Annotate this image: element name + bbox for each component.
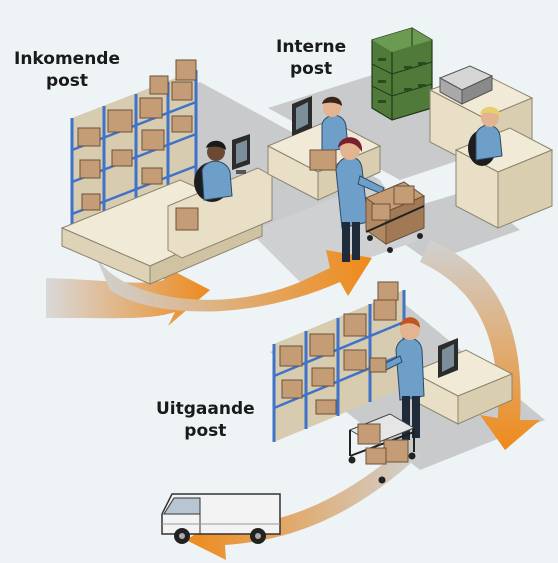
printer-icon: [438, 65, 494, 105]
internal-area: [266, 27, 554, 262]
label-outgoing-line2: post: [184, 421, 227, 441]
label-internal-line2: post: [290, 59, 333, 79]
outgoing-area: [272, 281, 514, 484]
cart-icon: [348, 413, 416, 484]
person-icon: [468, 106, 503, 166]
incoming-area: [60, 59, 273, 285]
arrow-to-internal: [95, 250, 372, 312]
cabinet-icon: [371, 27, 433, 121]
person-icon: [369, 317, 425, 440]
label-outgoing-line1: Uitgaande: [156, 399, 255, 419]
van-icon: [161, 493, 281, 544]
label-internal-line1: Interne: [276, 37, 347, 57]
label-incoming-line1: Inkomende: [14, 49, 121, 69]
person-icon: [194, 140, 233, 202]
desk: [410, 349, 514, 425]
label-incoming-mail: Inkomende post: [14, 48, 120, 92]
label-outgoing-mail: Uitgaande post: [156, 398, 255, 442]
cart-icon: [364, 181, 426, 253]
computer-icon: [232, 134, 250, 174]
label-internal-mail: Interne post: [276, 36, 346, 80]
computer-icon: [292, 96, 312, 136]
label-incoming-line2: post: [45, 71, 89, 91]
computer-icon: [438, 338, 458, 378]
